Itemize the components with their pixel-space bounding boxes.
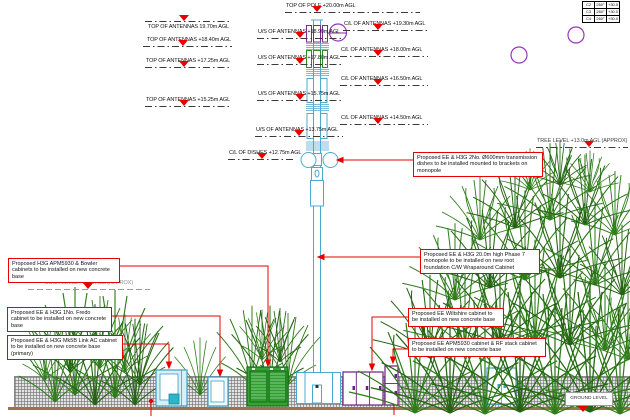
monopole bbox=[296, 19, 348, 404]
wraparound-base-cabinet bbox=[296, 372, 341, 404]
dish-circle bbox=[567, 26, 585, 44]
level-tree: TREE LEVEL +13.0m AGL (APPROX) bbox=[536, 138, 628, 148]
pole-ribs bbox=[306, 69, 329, 76]
level-cl-antennas-1800: C/L OF ANTENNAS +18.00m AGL bbox=[340, 47, 428, 57]
level-cl-antennas-1450: C/L OF ANTENNAS +14.50m AGL bbox=[340, 115, 428, 125]
cabinet-green-louvered bbox=[246, 366, 289, 407]
callout-mk5b: Proposed EE & H3G Mk5B Link AC cabinet t… bbox=[7, 335, 123, 360]
level-us-antennas-1890: U/S OF ANTENNAS +18.90m AGL bbox=[257, 29, 344, 39]
cabinet-rf-stack bbox=[384, 365, 399, 406]
antenna-tier-green bbox=[306, 50, 328, 68]
pole-ribs bbox=[306, 141, 329, 151]
level-top-antennas-1840: TOP OF ANTENNAS +18.40m AGL bbox=[143, 37, 232, 47]
leader-fredo bbox=[106, 315, 221, 370]
level-top-antennas-1725: TOP OF ANTENNAS +17.25m AGL bbox=[145, 58, 230, 68]
cabinet-fredo bbox=[207, 376, 229, 407]
cabinet-bowler bbox=[155, 369, 188, 407]
level-top-antennas-1525: TOP OF ANTENNAS +15.25m AGL bbox=[145, 97, 230, 107]
callout-fredo: Proposed EE & H3G 1No. Fredo cabinet to … bbox=[7, 307, 112, 332]
pole-ribs bbox=[306, 104, 329, 111]
level-top-of-pole: TOP OF POLE +20.00m AGL bbox=[285, 3, 420, 13]
table-row: C4 260° +30.0 bbox=[582, 15, 621, 23]
dish-on-pole bbox=[328, 23, 348, 42]
level-marker-icon bbox=[294, 130, 304, 136]
level-marker-icon bbox=[373, 79, 383, 85]
callout-wiltshire: Proposed EE Wiltshire cabinet to be inst… bbox=[408, 308, 504, 327]
pole-collar bbox=[310, 167, 324, 207]
dish-circle bbox=[510, 46, 528, 64]
level-bush: BUSH LEVEL +6.0m AGL (APPROX) bbox=[28, 280, 150, 290]
level-top-antennas-1970: TOP OF ANTENNAS 19.70m AGL bbox=[145, 15, 230, 30]
antenna-tier-cyan-2 bbox=[306, 113, 328, 139]
level-cl-dishes-1275: C/L OF DISHES +12.75m AGL bbox=[228, 150, 301, 160]
leader-lines bbox=[106, 156, 420, 416]
level-marker-icon bbox=[179, 100, 189, 106]
leader-wiltshire bbox=[371, 316, 408, 364]
level-marker-icon bbox=[179, 61, 189, 67]
antenna-tier-purple bbox=[306, 25, 346, 43]
level-marker-icon bbox=[295, 58, 305, 64]
table-row: C3 260° +30.0 bbox=[582, 8, 621, 16]
level-cl-antennas-1930: C/L OF ANTENNAS +19.30m AGL bbox=[343, 21, 428, 31]
level-marker-icon bbox=[584, 141, 594, 147]
level-marker-icon bbox=[178, 40, 188, 46]
level-marker-icon bbox=[578, 406, 588, 412]
level-marker-icon bbox=[179, 15, 189, 21]
level-marker-icon bbox=[83, 283, 93, 289]
level-us-antennas-1375: U/S OF ANTENNAS +13.75m AGL bbox=[255, 127, 343, 137]
leader-mk5b bbox=[117, 343, 170, 362]
callout-monopole: Proposed EE & H3G 20.0m high Phase 7 mon… bbox=[420, 249, 540, 274]
transmission-dishes bbox=[300, 152, 339, 168]
cabinets bbox=[155, 365, 517, 407]
ground-level-label: GROUND LEVEL bbox=[565, 392, 613, 412]
level-us-antennas-1780: U/S OF ANTENNAS +17.80m AGL bbox=[257, 55, 344, 65]
callout-apm5930-rf: Proposed EE APM5930 cabinet & RF stack c… bbox=[408, 338, 546, 357]
leader-bowler bbox=[112, 265, 269, 360]
antenna-tier-cyan-1 bbox=[306, 78, 328, 103]
level-marker-icon bbox=[373, 50, 383, 56]
level-marker-icon bbox=[295, 94, 305, 100]
callout-transmission-dishes: Proposed EE & H3G 2No. Ø600mm transmissi… bbox=[413, 152, 543, 177]
antenna-orientation-table: C2 260° +30.0 C3 260° +30.0 C4 260° +30.… bbox=[582, 1, 621, 23]
table-row: C2 260° +30.0 bbox=[582, 1, 621, 9]
level-marker-icon bbox=[312, 6, 322, 12]
cabinet-wiltshire bbox=[342, 371, 384, 406]
level-marker-icon bbox=[295, 32, 305, 38]
level-cl-antennas-1650: C/L OF ANTENNAS +16.50m AGL bbox=[340, 76, 428, 86]
level-us-antennas-1575: U/S OF ANTENNAS +15.75m AGL bbox=[257, 91, 344, 101]
leader-rf-stack bbox=[392, 348, 408, 357]
level-marker-icon bbox=[373, 118, 383, 124]
leader-dot bbox=[148, 398, 154, 404]
pole-ribs bbox=[306, 43, 329, 50]
level-marker-icon bbox=[373, 24, 383, 30]
level-marker-icon bbox=[257, 153, 267, 159]
ground-line bbox=[8, 407, 630, 410]
callout-apm5930-bowler: Proposed H3G APM5930 & Bowler cabinets t… bbox=[8, 258, 120, 283]
